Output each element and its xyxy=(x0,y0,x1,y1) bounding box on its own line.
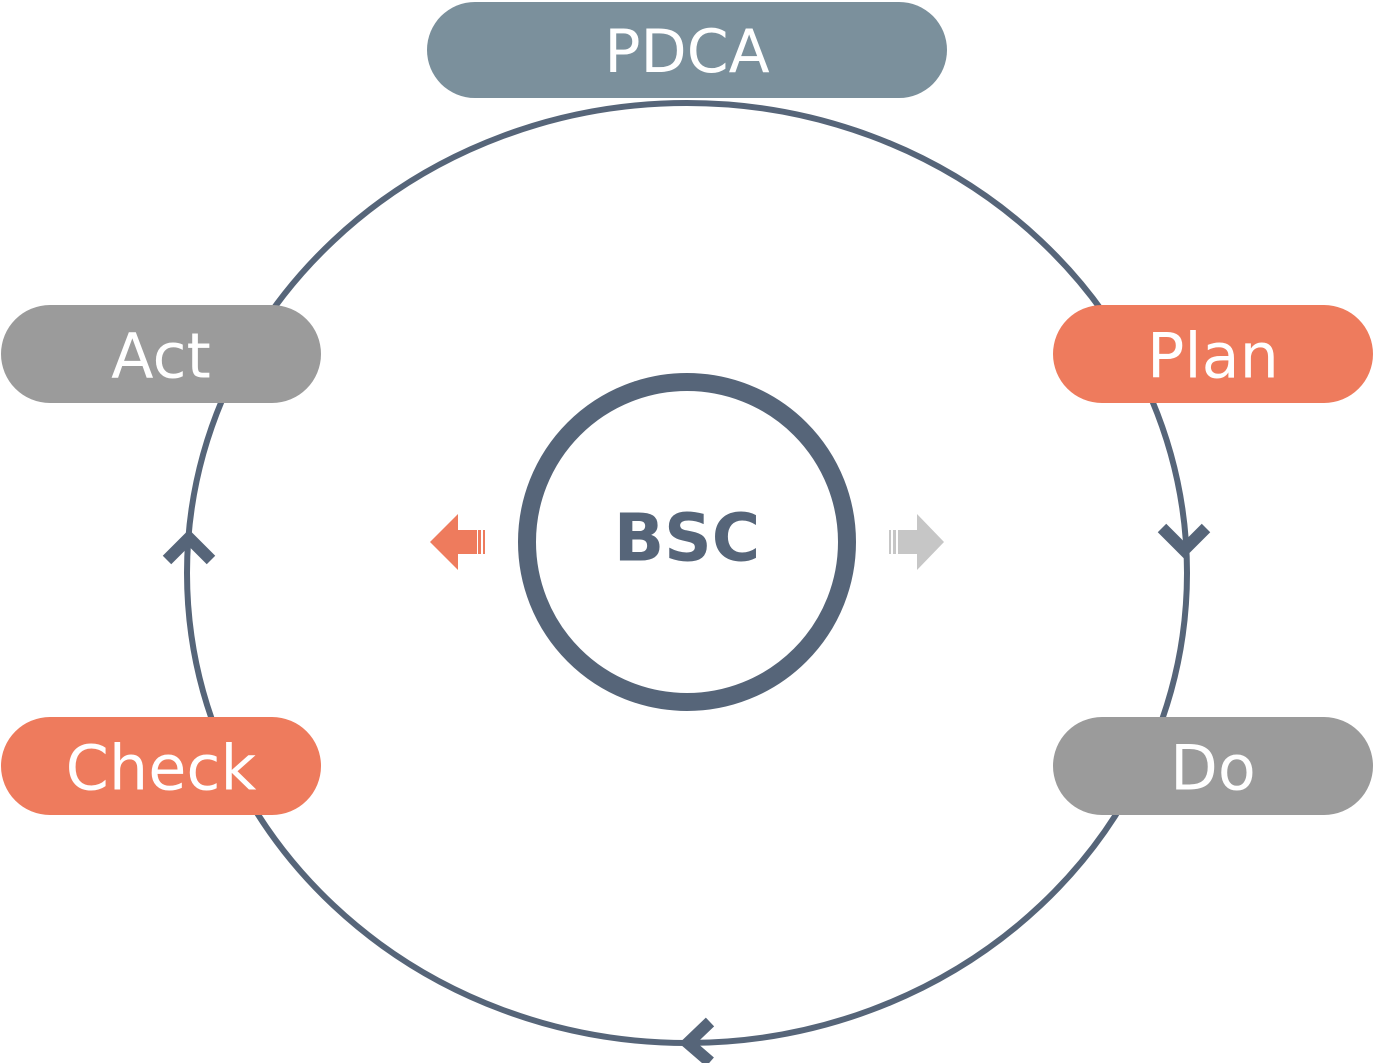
chevron-left-icon xyxy=(679,1017,715,1063)
plan-label: Plan xyxy=(1147,320,1279,393)
diagram-title: PDCA xyxy=(604,17,769,87)
chevron-up-icon xyxy=(162,529,216,565)
act-label: Act xyxy=(111,320,211,393)
chevron-down-icon xyxy=(1157,523,1211,559)
title-pill xyxy=(427,2,947,98)
do-label: Do xyxy=(1170,732,1256,805)
arrow-left-icon xyxy=(430,514,485,570)
check-pill xyxy=(1,717,321,815)
center-label: BSC xyxy=(614,500,760,577)
act-pill xyxy=(1,305,321,403)
check-label: Check xyxy=(66,732,257,805)
arrow-right-icon xyxy=(889,514,944,570)
center-circle xyxy=(518,373,856,711)
do-pill xyxy=(1053,717,1373,815)
plan-pill xyxy=(1053,305,1373,403)
